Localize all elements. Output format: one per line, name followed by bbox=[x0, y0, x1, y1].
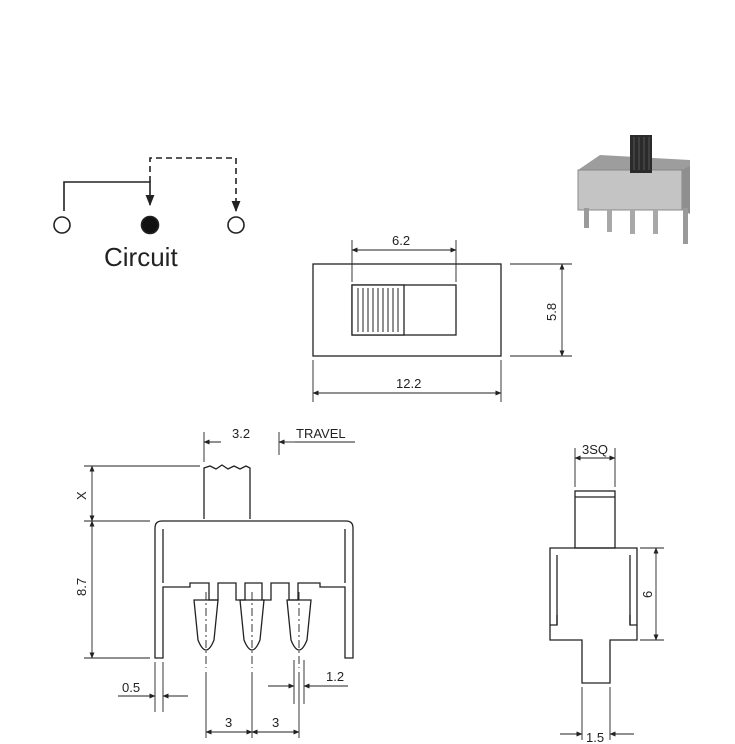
side-view-pin-label: 1.5 bbox=[586, 730, 604, 744]
circuit-label: Circuit bbox=[104, 242, 178, 272]
front-view-pin-center bbox=[239, 599, 265, 651]
side-view-body bbox=[549, 547, 638, 684]
front-view-pitch-1: 3 bbox=[225, 715, 232, 730]
front-view-pin-left bbox=[193, 599, 219, 651]
front-view-frame bbox=[154, 520, 354, 659]
front-view-travel-label: TRAVEL bbox=[296, 426, 346, 441]
front-view-actuator bbox=[203, 464, 251, 519]
product-photo bbox=[577, 135, 690, 244]
circuit-terminal-right bbox=[227, 216, 245, 234]
side-view-actuator-label: 3SQ bbox=[582, 442, 608, 457]
circuit-solid-wire bbox=[63, 181, 155, 211]
top-view bbox=[312, 240, 572, 402]
front-view-pin-thickness-label: 0.5 bbox=[122, 680, 140, 695]
front-view-travel-value: 3.2 bbox=[232, 426, 250, 441]
front-view-pitch-2: 3 bbox=[272, 715, 279, 730]
circuit-terminal-left bbox=[53, 216, 71, 234]
front-view-pin-width-label: 1.2 bbox=[326, 669, 344, 684]
side-view bbox=[549, 448, 664, 740]
side-view-height-label: 6 bbox=[640, 591, 655, 598]
top-view-slot-label: 6.2 bbox=[392, 233, 410, 248]
front-view-x-label: X bbox=[74, 491, 89, 500]
circuit-dashed-wire bbox=[149, 157, 241, 213]
top-view-width-label: 12.2 bbox=[396, 376, 421, 391]
front-view-pin-right bbox=[286, 599, 312, 651]
circuit-symbol bbox=[53, 157, 245, 235]
top-view-height-label: 5.8 bbox=[544, 303, 559, 321]
front-view bbox=[84, 432, 355, 738]
side-view-actuator bbox=[574, 490, 616, 549]
front-view-height-label: 8.7 bbox=[74, 578, 89, 596]
top-view-body bbox=[312, 263, 502, 357]
circuit-terminal-center bbox=[140, 215, 160, 235]
